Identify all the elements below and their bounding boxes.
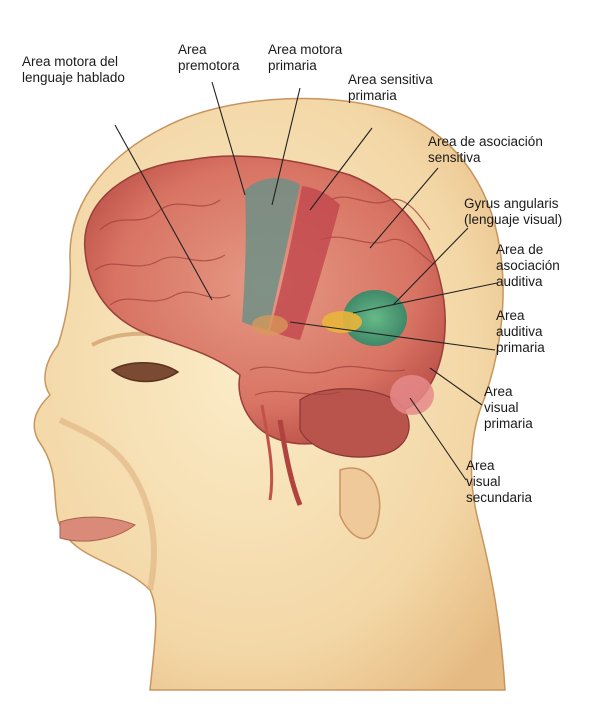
label-auditory-association: Area de asociación auditiva [496, 242, 560, 290]
speech-motor-region [252, 315, 288, 335]
visual-region [390, 375, 434, 415]
label-angular-gyrus: Gyrus angularis (lenguaje visual) [464, 196, 562, 228]
label-premotor: Area premotora [178, 42, 240, 74]
label-secondary-visual: Area visual secundaria [466, 458, 532, 506]
label-primary-sensory: Area sensitiva primaria [348, 72, 433, 104]
label-primary-motor: Area motora primaria [268, 42, 342, 74]
label-primary-visual: Area visual primaria [484, 384, 533, 432]
label-sensory-association: Area de asociación sensitiva [428, 134, 543, 166]
label-motor-language: Area motora del lenguaje hablado [22, 54, 125, 86]
primary-auditory-region [322, 311, 362, 333]
label-primary-auditory: Area auditiva primaria [496, 308, 545, 356]
